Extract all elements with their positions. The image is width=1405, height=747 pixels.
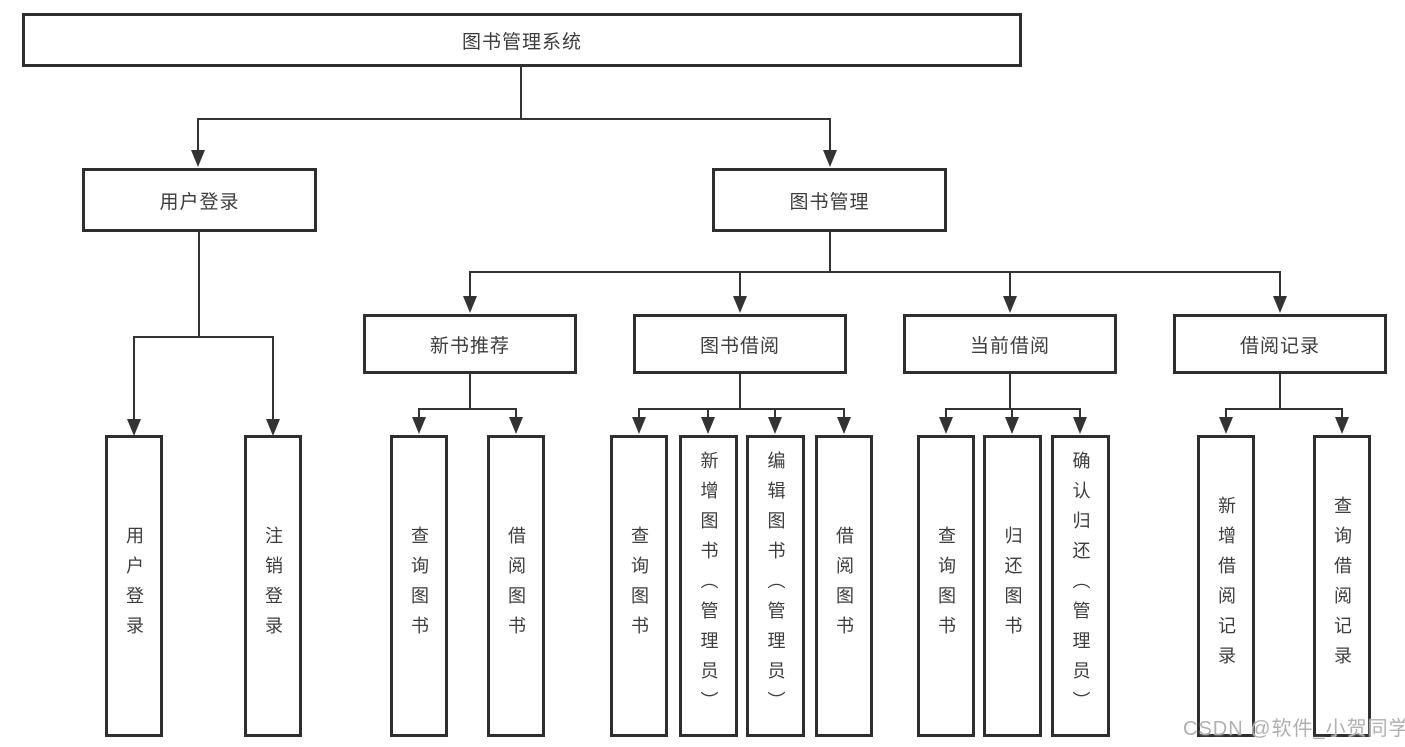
leaf-confirm-return-admin: 确认归还（管理员） [1051, 435, 1110, 737]
node-library-management-system: 图书管理系统 [22, 13, 1022, 67]
leaf-add-borrow-record: 新增借阅记录 [1197, 435, 1255, 737]
node-book-management: 图书管理 [712, 168, 947, 232]
csdn-watermark: CSDN @软件_小贺同学 [1183, 718, 1405, 740]
leaf-return-books: 归还图书 [983, 435, 1042, 737]
node-new-book-recommend: 新书推荐 [363, 314, 577, 374]
leaf-query-books-current: 查询图书 [917, 435, 975, 737]
node-current-borrowing: 当前借阅 [903, 314, 1117, 374]
leaf-query-books-borrowing: 查询图书 [610, 435, 668, 737]
leaf-borrow-books-borrowing: 借阅图书 [815, 435, 873, 737]
node-book-borrowing: 图书借阅 [633, 314, 847, 374]
leaf-query-books-recommend: 查询图书 [390, 435, 448, 737]
leaf-user-login: 用户登录 [105, 435, 163, 737]
node-borrow-records: 借阅记录 [1173, 314, 1387, 374]
leaf-logout: 注销登录 [244, 435, 302, 737]
node-user-login: 用户登录 [82, 168, 317, 232]
leaf-edit-book-admin: 编辑图书（管理员） [746, 435, 805, 737]
leaf-query-borrow-record: 查询借阅记录 [1313, 435, 1371, 737]
leaf-borrow-books-recommend: 借阅图书 [487, 435, 545, 737]
leaf-add-book-admin: 新增图书（管理员） [679, 435, 738, 737]
